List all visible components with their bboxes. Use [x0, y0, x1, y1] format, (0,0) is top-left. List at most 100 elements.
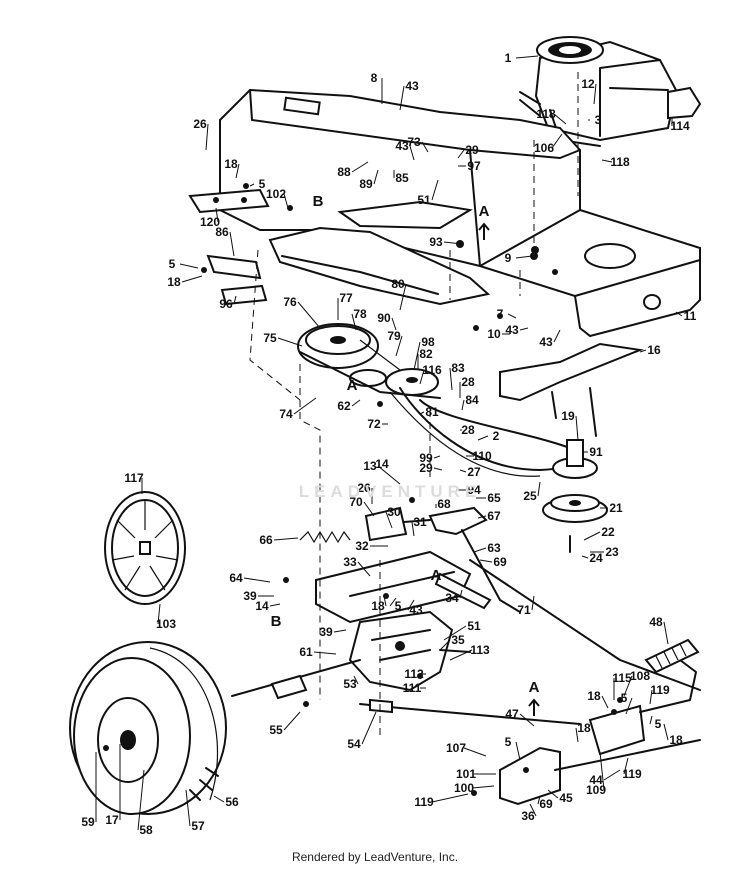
callout-p25: 25	[523, 489, 537, 503]
leader-p43c	[519, 327, 529, 331]
callout-p18a: 18	[224, 157, 238, 171]
callout-p18c: 18	[371, 599, 385, 613]
leader-p76	[297, 301, 321, 329]
callout-p28b: 28	[461, 423, 475, 437]
callout-p53: 53	[343, 677, 357, 691]
callout-p75: 75	[263, 331, 277, 345]
leader-p119b	[623, 757, 629, 775]
callout-p66: 66	[259, 533, 273, 547]
leader-p67	[477, 515, 487, 519]
leader-p69a	[479, 559, 493, 563]
callout-p110: 110	[472, 449, 492, 463]
callout-p70: 70	[349, 495, 363, 509]
leader-p18c	[383, 595, 387, 607]
callout-p67: 67	[487, 509, 501, 523]
leader-p44	[603, 769, 621, 781]
callout-p74: 74	[279, 407, 293, 421]
left-brackets	[188, 188, 270, 306]
callout-p11: 11	[684, 309, 697, 323]
leader-p14b	[269, 603, 281, 607]
callout-p90: 90	[377, 311, 391, 325]
leader-p43a	[399, 85, 405, 111]
callout-p119c: 119	[414, 795, 434, 809]
callout-p18e: 18	[577, 721, 591, 735]
leader-p118b	[601, 159, 613, 163]
leader-p100	[471, 785, 495, 789]
leader-p29a	[457, 149, 465, 159]
callout-p89: 89	[359, 177, 373, 191]
callout-p19: 19	[561, 409, 575, 423]
callout-pA4: A	[529, 679, 540, 696]
leader-p71	[531, 595, 535, 611]
callout-p32: 32	[355, 539, 369, 553]
callout-p85: 85	[395, 171, 409, 185]
leader-p93	[443, 241, 463, 245]
footplate	[268, 200, 491, 306]
leader-p34	[459, 589, 463, 599]
leader-p18d	[601, 695, 609, 709]
hardware	[103, 183, 623, 796]
leader-p63	[473, 547, 487, 553]
callout-p16: 16	[647, 343, 661, 357]
callout-p47: 47	[505, 707, 519, 721]
leader-p55	[283, 711, 301, 731]
callout-p43d: 43	[539, 335, 553, 349]
leader-p16	[639, 349, 647, 353]
callout-p34: 34	[445, 591, 459, 605]
callout-p31: 31	[413, 515, 427, 529]
callout-p94: 94	[467, 483, 481, 497]
leader-p1	[515, 55, 539, 59]
leader-p13	[377, 465, 401, 485]
leader-p113	[449, 649, 473, 661]
footer-credit: Rendered by LeadVenture, Inc.	[291, 850, 459, 864]
callout-p43b: 43	[395, 139, 409, 153]
leader-p5e	[649, 715, 653, 725]
callout-p109: 109	[586, 783, 606, 797]
transaxle-bracket	[315, 550, 492, 624]
leader-p116	[419, 369, 425, 385]
leader-lines	[95, 55, 683, 831]
callout-p8: 8	[371, 71, 378, 85]
callout-p69b: 69	[539, 797, 553, 811]
leader-p18b	[181, 275, 203, 283]
callout-p48: 48	[649, 615, 663, 629]
leader-p33	[357, 561, 371, 577]
leader-p26a	[205, 123, 209, 151]
leader-p45	[547, 789, 559, 799]
callout-p43e: 43	[409, 603, 423, 617]
callout-p93: 93	[429, 235, 443, 249]
callout-p23: 23	[605, 545, 619, 559]
callout-p68: 68	[437, 497, 451, 511]
callout-p102: 102	[266, 187, 286, 201]
leader-p98	[413, 341, 421, 371]
leader-p83	[449, 367, 453, 391]
callout-p86: 86	[215, 225, 229, 239]
callout-p103: 103	[156, 617, 176, 631]
leader-p11	[675, 311, 683, 317]
leader-p39b	[333, 629, 347, 633]
leader-p5c	[389, 597, 397, 607]
leader-p61	[313, 651, 337, 655]
callout-p100: 100	[454, 781, 474, 795]
callout-p39a: 39	[243, 589, 257, 603]
leader-p5a	[249, 183, 255, 187]
leader-p5f	[515, 741, 521, 761]
callout-pB2: B	[271, 613, 282, 630]
leader-p78	[351, 313, 357, 331]
callout-p18f: 18	[669, 733, 683, 747]
callout-p22: 22	[601, 525, 615, 539]
callout-p29b: 29	[419, 461, 433, 475]
leader-p43b	[409, 145, 415, 161]
leader-p103	[157, 603, 161, 625]
callout-p55: 55	[269, 723, 283, 737]
callout-p117: 117	[124, 471, 144, 485]
callout-p59: 59	[81, 815, 95, 829]
callout-p119b: 119	[622, 767, 642, 781]
callout-p18d: 18	[587, 689, 601, 703]
callout-p99: 99	[419, 451, 433, 465]
leader-p58	[137, 769, 145, 831]
leader-p18f	[663, 723, 669, 741]
leader-p106	[551, 133, 563, 149]
callout-p5b: 5	[169, 257, 176, 271]
